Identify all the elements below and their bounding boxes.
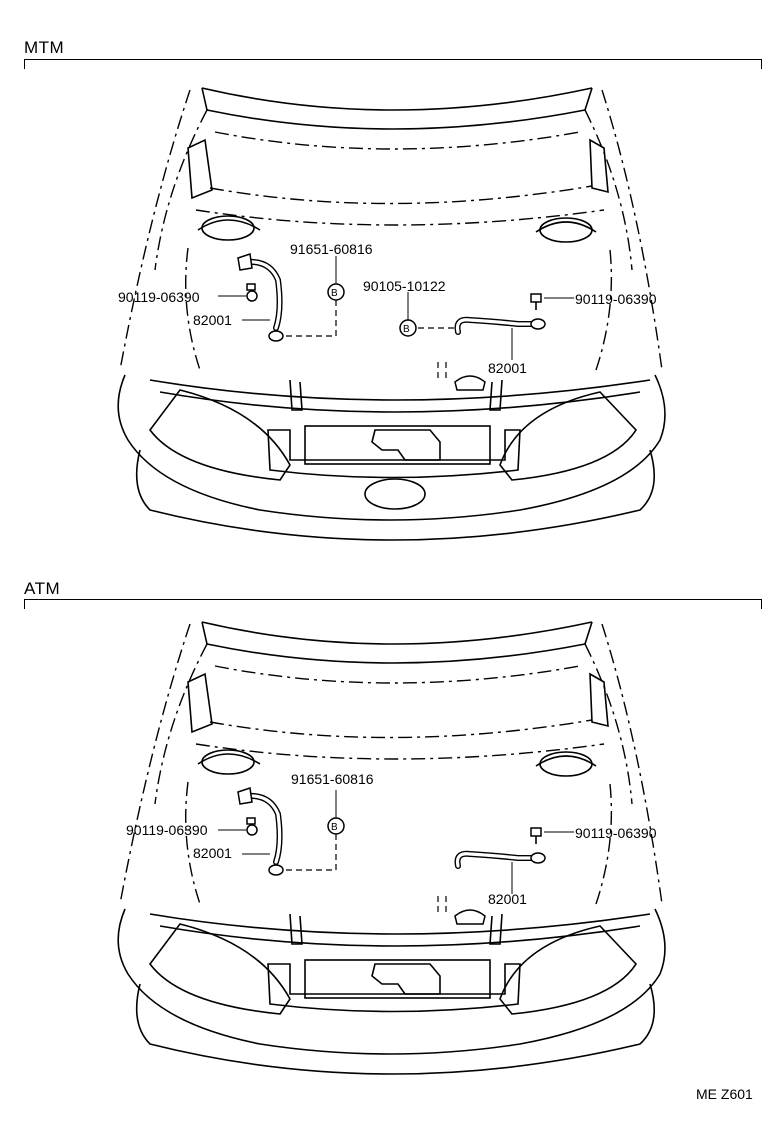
section-divider-tick-left [24, 59, 25, 69]
left-ground-cable [237, 787, 337, 876]
part-number-cable-right: 82001 [488, 360, 527, 376]
part-number-bolt-right: 90119-06390 [575, 291, 657, 307]
section-divider [24, 59, 762, 60]
part-number-cable-left: 82001 [193, 312, 232, 328]
part-number-cable-right: 82001 [488, 891, 527, 907]
part-number-clip-left: 91651-60816 [291, 771, 374, 787]
part-number-bolt-left: 90119-06390 [126, 822, 208, 838]
left-ground-cable [237, 253, 337, 342]
part-number-clip-right: 90105-10122 [363, 278, 446, 294]
car-body-outline [117, 621, 666, 1075]
clip-marker-right [399, 319, 455, 337]
car-body-outline [117, 87, 666, 541]
section-label-atm: ATM [24, 579, 61, 598]
right-ground-cable [454, 827, 546, 869]
clip-marker-right-letter: B [403, 324, 410, 335]
drawing-code: ME Z601 [696, 1086, 753, 1102]
part-number-cable-left: 82001 [193, 845, 232, 861]
engine-bay-diagram-atm [117, 621, 666, 1075]
part-number-clip-left: 91651-60816 [290, 241, 373, 257]
clip-marker-left-letter: B [331, 822, 338, 833]
part-number-bolt-left: 90119-06390 [118, 289, 200, 305]
section-divider [24, 599, 762, 600]
section-divider-tick-right [761, 599, 762, 609]
section-divider-tick-right [761, 59, 762, 69]
part-number-bolt-right: 90119-06390 [575, 825, 657, 841]
engine-bay-diagram-mtm [117, 87, 666, 541]
section-label-mtm: MTM [24, 38, 65, 57]
right-ground-cable [454, 293, 546, 335]
clip-marker-left-letter: B [331, 288, 338, 299]
section-divider-tick-left [24, 599, 25, 609]
